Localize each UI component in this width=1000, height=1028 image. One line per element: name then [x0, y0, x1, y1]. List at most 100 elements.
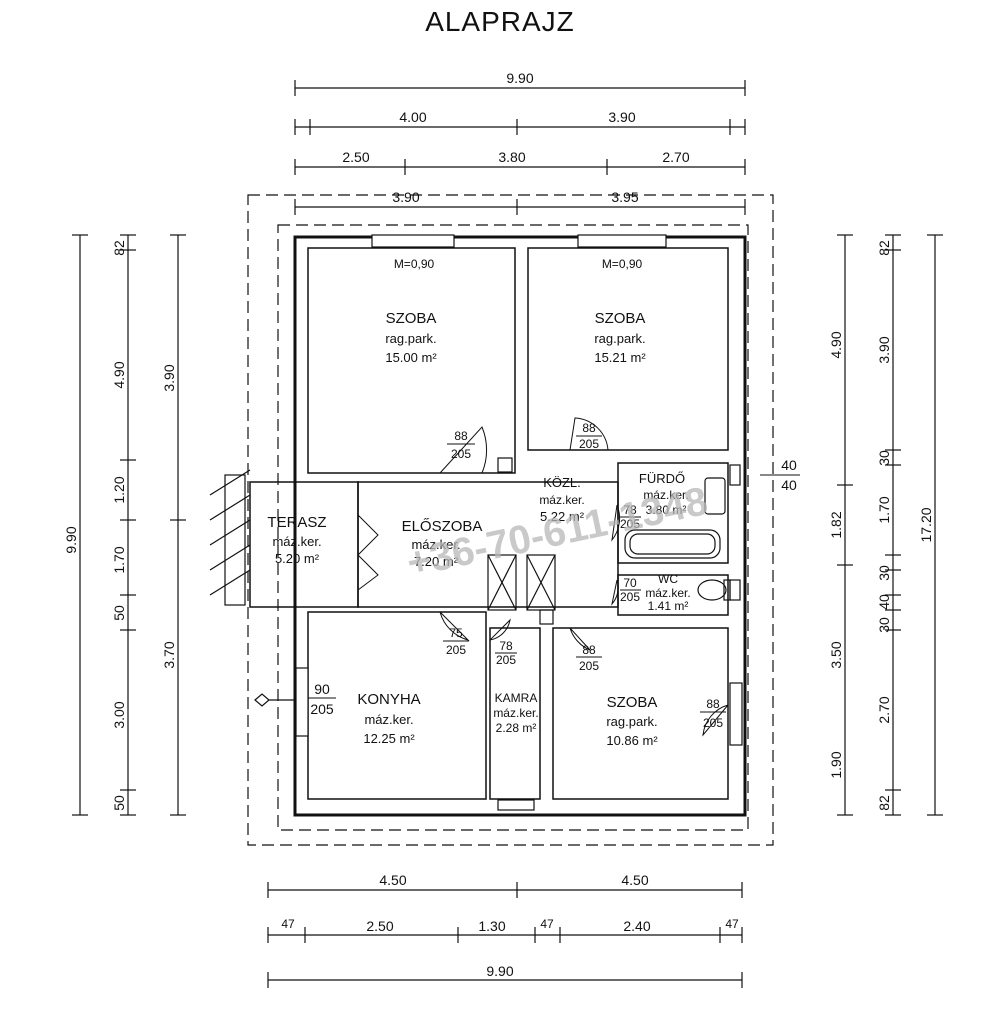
door-9-height: 205 — [310, 701, 334, 717]
dim-right-mid-3: 3.50 — [828, 641, 844, 668]
door-1-height: 205 — [451, 447, 471, 461]
dim-right-8: 2.70 — [876, 696, 892, 723]
door-labels: 88 205 88 205 78 205 70 205 75 205 78 20… — [308, 421, 800, 730]
dim-left-3: 1.20 — [111, 476, 127, 503]
dim-right-9: 82 — [876, 795, 892, 811]
dim-top-3c: 2.70 — [662, 149, 689, 165]
room-konyha-name: KONYHA — [357, 691, 420, 708]
room-eloszoba-floor: máz.ker. — [411, 537, 460, 552]
room-wc-name: WC — [658, 572, 678, 586]
door-5-height: 205 — [446, 643, 466, 657]
dim-right-2: 3.90 — [876, 336, 892, 363]
room-szoba-2-floor: rag.park. — [594, 331, 645, 346]
dim-bottom-2e: 2.40 — [623, 918, 650, 934]
dim-left-2: 4.90 — [111, 361, 127, 388]
door-7-height: 205 — [579, 659, 599, 673]
room-kamra-area: 2.28 m² — [496, 721, 537, 735]
dim-top-2a: 4.00 — [399, 109, 426, 125]
plot-boundary — [247, 194, 774, 846]
dim-bottom-total: 9.90 — [486, 963, 513, 979]
room-kamra-name: KAMRA — [495, 691, 538, 705]
dim-right-mid-1: 4.90 — [828, 331, 844, 358]
room-terasz-name: TERASZ — [267, 514, 326, 531]
door-8-width: 88 — [706, 697, 720, 711]
dim-left-1: 82 — [111, 240, 127, 256]
dim-left-mid-2: 3.70 — [161, 641, 177, 668]
door-2-height: 205 — [579, 437, 599, 451]
dim-right-5: 30 — [876, 565, 892, 581]
dim-right-1: 82 — [876, 240, 892, 256]
window-label-1: M=0,90 — [394, 257, 435, 271]
room-konyha-floor: máz.ker. — [364, 712, 413, 727]
room-szoba-3-area: 10.86 m² — [606, 733, 658, 748]
room-furdo-name: FÜRDŐ — [639, 471, 685, 486]
room-szoba-1-floor: rag.park. — [385, 331, 436, 346]
dim-left-7: 50 — [111, 795, 127, 811]
room-terasz-area: 5.20 m² — [275, 551, 320, 566]
room-kozl-floor: máz.ker. — [539, 493, 584, 507]
dim-right-6: 40 — [876, 594, 892, 610]
dim-bottom-1b: 4.50 — [621, 872, 648, 888]
dim-left-5: 50 — [111, 605, 127, 621]
dim-top-2b: 3.90 — [608, 109, 635, 125]
dim-right-4: 1.70 — [876, 496, 892, 523]
room-furdo-area: 3.80 m² — [646, 503, 687, 517]
door-1-width: 88 — [454, 429, 468, 443]
door-3-width: 78 — [623, 503, 637, 517]
room-kamra-floor: máz.ker. — [493, 706, 538, 720]
walls — [249, 235, 747, 817]
room-szoba-3-name: SZOBA — [607, 694, 658, 711]
room-szoba-1-area: 15.00 m² — [385, 350, 437, 365]
door-4-width: 70 — [623, 576, 637, 590]
dim-left-6: 3.00 — [111, 701, 127, 728]
dim-right-3: 30 — [876, 450, 892, 466]
dim-top-total: 9.90 — [506, 70, 533, 86]
door-swings — [357, 417, 729, 737]
room-furdo-floor: máz.ker. — [643, 488, 688, 502]
dim-top-3b: 3.80 — [498, 149, 525, 165]
room-terasz-floor: máz.ker. — [272, 534, 321, 549]
dimension-lines — [72, 80, 943, 988]
dim-bottom-2a: 47 — [281, 917, 295, 931]
door-3-height: 205 — [620, 517, 640, 531]
door-6-width: 78 — [499, 639, 513, 653]
room-szoba-3-floor: rag.park. — [606, 714, 657, 729]
door-6-height: 205 — [496, 653, 516, 667]
dim-bottom-2c: 1.30 — [478, 918, 505, 934]
dim-top-4a: 3.90 — [392, 189, 419, 205]
dim-right-mid-2: 1.82 — [828, 511, 844, 538]
room-szoba-1-name: SZOBA — [386, 310, 437, 327]
door-5-width: 75 — [449, 626, 463, 640]
dim-right-mid-4: 1.90 — [828, 751, 844, 778]
door-10-width: 40 — [781, 457, 797, 473]
room-konyha-area: 12.25 m² — [363, 731, 415, 746]
room-wc-floor: máz.ker. — [645, 586, 690, 600]
room-szoba-2-name: SZOBA — [595, 310, 646, 327]
dim-bottom-1a: 4.50 — [379, 872, 406, 888]
door-2-width: 88 — [582, 421, 596, 435]
dim-bottom-2d: 47 — [540, 917, 554, 931]
dim-left-total: 9.90 — [63, 526, 79, 553]
room-eloszoba-name: ELŐSZOBA — [402, 518, 483, 535]
dim-bottom-2b: 2.50 — [366, 918, 393, 934]
door-10-height: 40 — [781, 477, 797, 493]
door-4-height: 205 — [620, 590, 640, 604]
windows — [295, 234, 743, 811]
room-szoba-2-area: 15.21 m² — [594, 350, 646, 365]
fixtures — [209, 457, 731, 707]
dim-left-4: 1.70 — [111, 546, 127, 573]
room-kozl-name: KÖZL. — [543, 475, 581, 490]
plan-title: ALAPRAJZ — [425, 6, 575, 37]
room-wc-area: 1.41 m² — [648, 599, 689, 613]
door-8-height: 205 — [703, 716, 723, 730]
window-label-2: M=0,90 — [602, 257, 643, 271]
room-kozl-area: 5.22 m² — [540, 509, 585, 524]
dim-bottom-2f: 47 — [725, 917, 739, 931]
door-7-width: 88 — [582, 643, 596, 657]
dim-right-7: 30 — [876, 617, 892, 633]
dim-left-mid-1: 3.90 — [161, 364, 177, 391]
dim-top-3a: 2.50 — [342, 149, 369, 165]
dim-top-4b: 3.95 — [611, 189, 638, 205]
door-9-width: 90 — [314, 681, 330, 697]
